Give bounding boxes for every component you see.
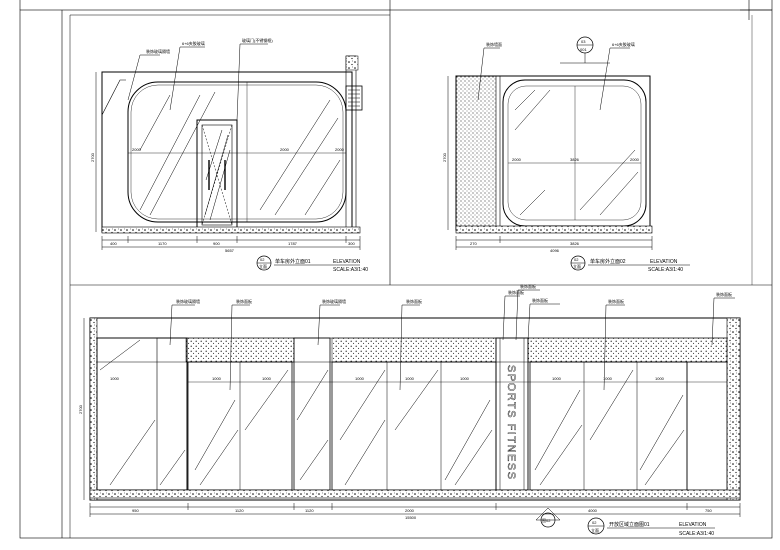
p1-leader-1: 装饰玻璃隔墙 [146, 48, 170, 54]
p3-total-width: 15500 [405, 515, 417, 520]
panel-elevation-03: 1000 1000 1000 1000 1000 1000 1000 1000 … [78, 283, 741, 537]
p1-badge-top: 02 [260, 257, 265, 262]
p2-height-dim: 2700 [442, 152, 447, 162]
p2-badge-top: 02 [574, 257, 579, 262]
p2-leader-1: 装饰墙面 [486, 41, 502, 47]
p2-dim-2: 3826 [570, 241, 580, 246]
p3-inner-dim-1: 1000 [212, 376, 222, 381]
p3-inner-dim-7: 1000 [603, 376, 613, 381]
panel-elevation-02: 2000 3826 2000 270 3826 4096 2700 03 001… [442, 36, 690, 273]
p1-inner-dim-3: 2000 [335, 147, 345, 152]
p3-scale: SCALE:A3/1:40 [679, 531, 714, 537]
p1-leader-3: 玻璃门(不锈钢框) [242, 37, 273, 43]
p2-inner-dim-3: 2000 [630, 157, 640, 162]
p1-dim-1: 400 [110, 241, 117, 246]
p2-inner-dim-1: 2000 [512, 157, 522, 162]
p3-inner-dim-2: 1000 [262, 376, 272, 381]
p1-scale: SCALE:A3/1:40 [333, 267, 368, 273]
p3-leader-9: 装饰面板 [716, 291, 732, 297]
p1-dim-5: 300 [348, 241, 355, 246]
p3-inner-dim-4: 1000 [405, 376, 415, 381]
p1-leader-2: 6+6夹胶玻璃 [182, 40, 205, 46]
p3-badge-top: 02 [592, 520, 597, 525]
p1-dim-4: 1787 [288, 241, 298, 246]
panel-elevation-01: 2000 2000 2000 400 1170 900 1787 300 565… [90, 37, 368, 273]
p2-title: 单车房外立面02 [590, 258, 626, 265]
p3-leader-6: 装饰面板 [520, 283, 536, 289]
p2-leader-2: 6+6夹胶玻璃 [612, 41, 635, 47]
p1-title-en: ELEVATION [333, 259, 361, 265]
p3-vertical-sign: SPORTS FITNESS [505, 365, 517, 481]
p2-callout-bottom: 001 [580, 47, 587, 52]
p3-leader-2: 装饰面板 [236, 298, 252, 304]
p2-title-en: ELEVATION [650, 259, 678, 265]
p3-dim-4: 2000 [405, 508, 415, 513]
p3-inner-dim-8: 1000 [655, 376, 665, 381]
p3-leader-4: 装饰面板 [406, 298, 422, 304]
p3-dim-1: 950 [132, 508, 139, 513]
sheet-border [19, 0, 773, 539]
p1-dim-3: 900 [213, 241, 220, 246]
p3-inner-dim-6: 1000 [552, 376, 562, 381]
p3-dim-2: 1120 [235, 508, 244, 513]
p1-title: 单车房外立面01 [275, 258, 311, 265]
p1-badge-bottom: 立面 [259, 263, 267, 269]
p3-inner-dim-9: 1000 [110, 376, 120, 381]
p3-leader-8: 装饰面板 [608, 298, 624, 304]
p3-dim-6: 750 [705, 508, 712, 513]
p2-scale: SCALE:A3/1:40 [648, 267, 683, 273]
p3-title-en: ELEVATION [679, 522, 707, 528]
p2-badge-bottom: 立面 [573, 263, 581, 269]
p3-dim-3: 1120 [305, 508, 314, 513]
p3-dim-5: 4000 [588, 508, 598, 513]
p3-inner-dim-3: 1000 [355, 376, 365, 381]
p2-total-width: 4096 [550, 248, 560, 253]
p3-leader-7: 装饰面板 [532, 297, 548, 303]
p1-inner-dim-2: 2000 [280, 147, 290, 152]
p3-leader-1: 装饰玻璃隔墙 [176, 298, 200, 304]
p3-callout-label: 图02 [542, 517, 551, 523]
p2-inner-dim-2: 3826 [570, 157, 580, 162]
p1-inner-dim-1: 2000 [132, 147, 142, 152]
p1-height-dim: 2700 [90, 152, 95, 162]
p2-callout-top: 03 [581, 39, 586, 44]
p2-dim-1: 270 [470, 241, 477, 246]
p3-inner-dim-5: 1000 [460, 376, 470, 381]
p3-height-dim: 2700 [78, 404, 83, 414]
p1-total-width: 5657 [225, 248, 235, 253]
p1-dim-2: 1170 [158, 241, 167, 246]
p3-badge-bottom: 立面 [591, 527, 599, 533]
p3-leader-5: 装饰面板 [508, 289, 524, 295]
p3-leader-3: 装饰玻璃隔墙 [322, 298, 346, 304]
p3-title: 开放区域立面图01 [609, 521, 650, 528]
